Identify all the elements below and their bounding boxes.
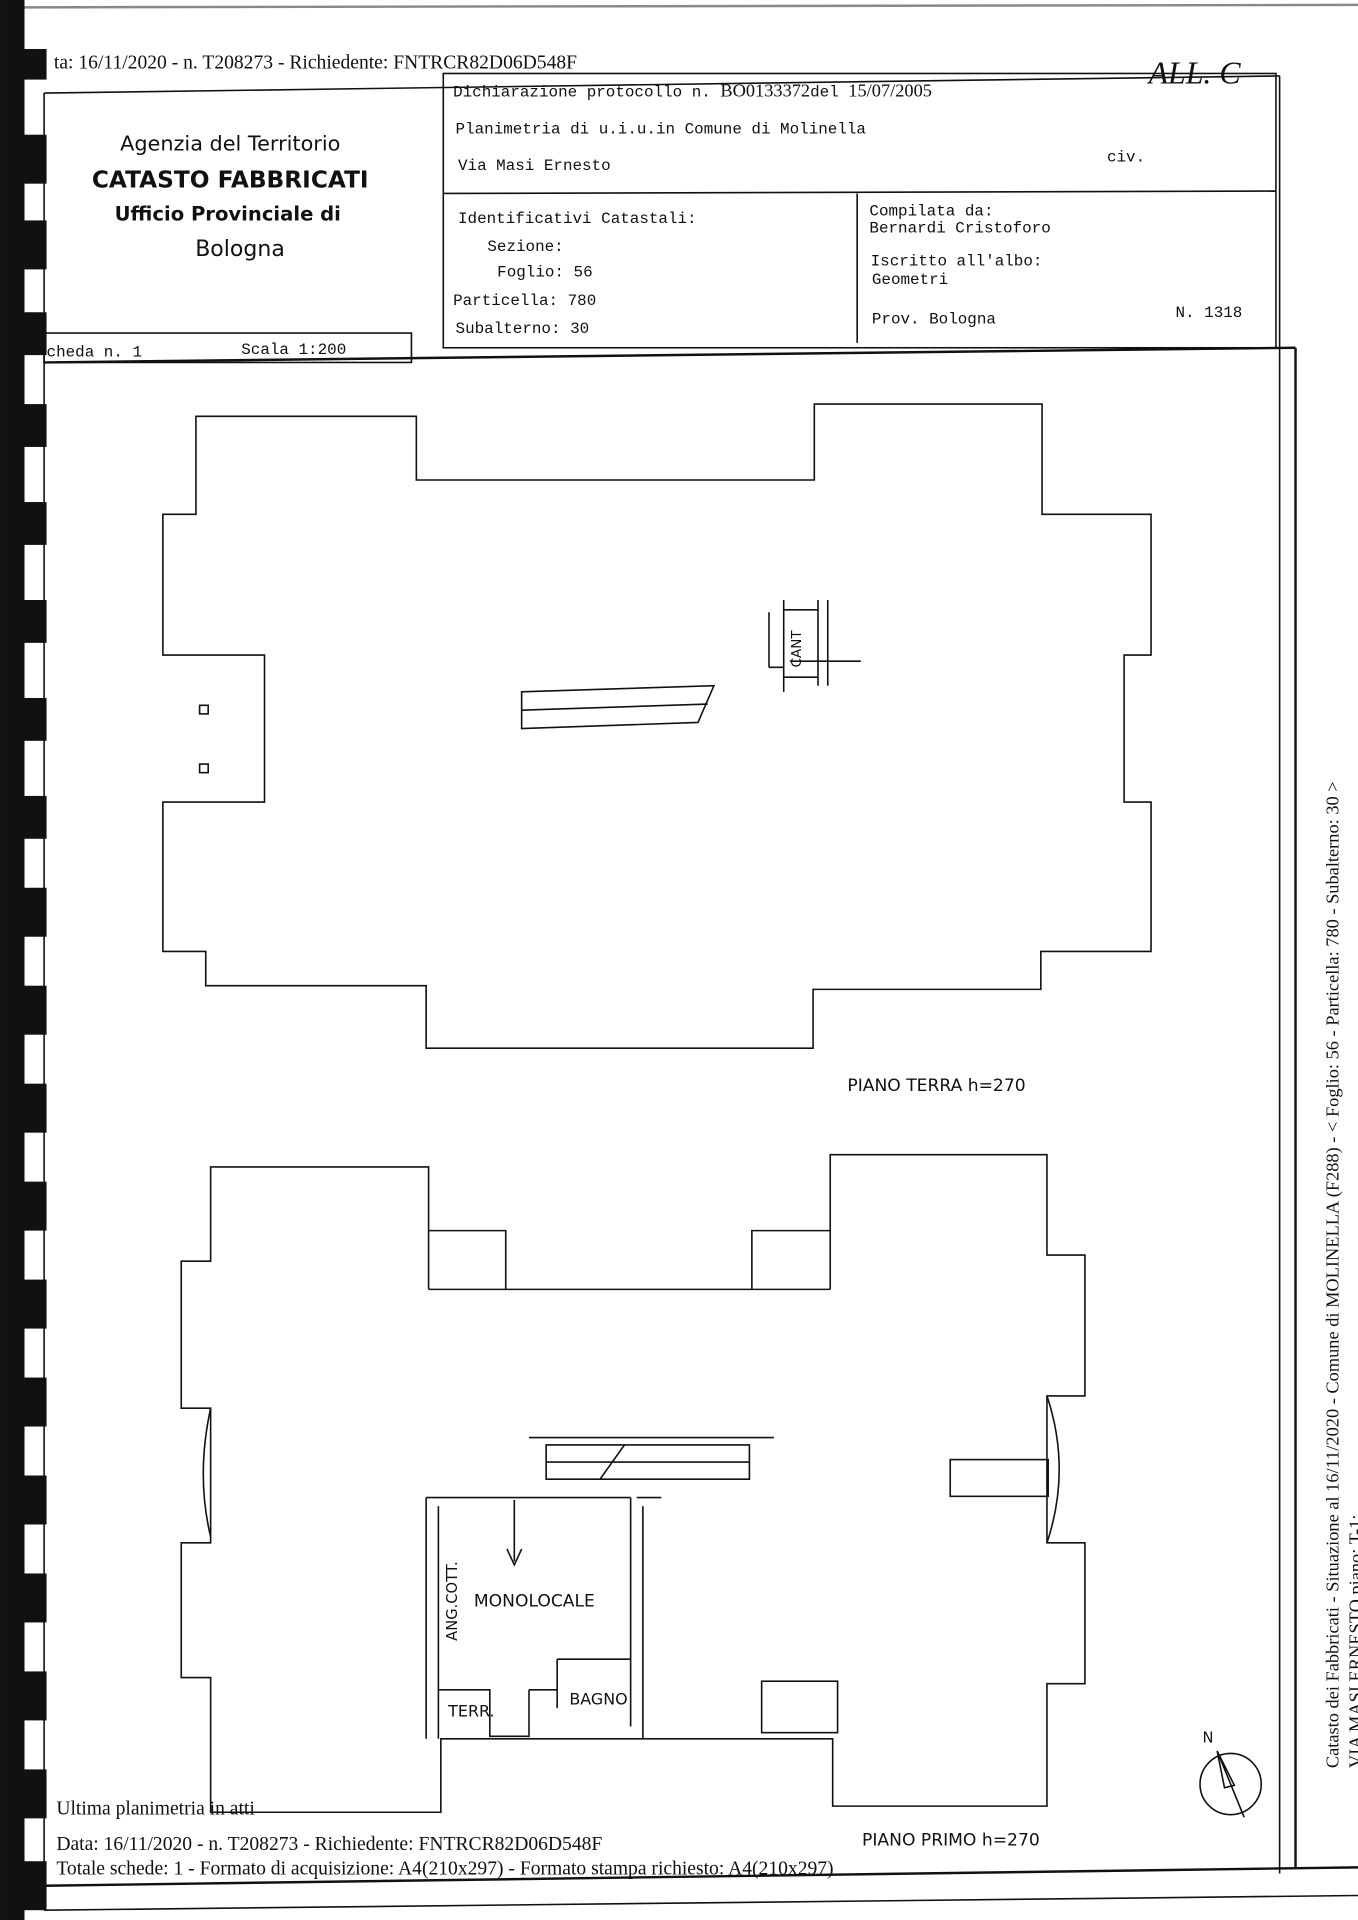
provincial-office: Ufficio Provinciale di [115,202,341,225]
province-city: Bologna [195,237,285,262]
side-status-line: Catasto dei Fabbricati - Situazione al 1… [1322,781,1343,1768]
sezione: Sezione: [487,238,563,256]
header-frame [43,72,1297,1886]
sheet-number: cheda n. 1 [47,343,142,361]
identifiers-title: Identificativi Catastali: [458,210,697,228]
particella: Particella: 780 [453,292,596,310]
office-name: CATASTO FABBRICATI [92,166,369,193]
last-plan-note: Ultima planimetria in atti [56,1799,255,1820]
scale: Scala 1:200 [241,341,346,359]
planimetry-title: Planimetria di u.i.u.in Comune di Moline… [456,120,867,138]
compiled-by-label: Compilata da: [869,203,993,221]
subalterno: Subalterno: 30 [456,320,590,338]
ang-cott-label: ANG.COTT. [444,1561,461,1641]
first-floor-plan: ANG.COTT. MONOLOCALE BAGNO TERR. N PIANO… [180,1153,1263,1850]
first-floor-label: PIANO PRIMO h=270 [862,1830,1040,1850]
north-arrow-icon [1199,1750,1263,1818]
foglio: Foglio: 56 [497,264,592,282]
ground-floor-plan: CANT PIANO TERRA h=270 [162,403,1152,1096]
side-address-line: VIA MASI ERNESTO piano: T-1; [1346,1515,1358,1769]
cellar-label: CANT [790,630,805,668]
terr-label: TERR. [447,1702,494,1721]
albo: Geometri [872,271,948,289]
bagno-label: BAGNO [569,1689,627,1708]
street-address: Via Masi Ernesto [458,157,611,175]
declaration-label: Dichiarazione protocollo n. BO0133372del… [453,81,932,102]
footer-request-line: Data: 16/11/2020 - n. T208273 - Richiede… [56,1834,602,1855]
civic-number-label: civ. [1107,149,1145,167]
binder-edge [0,0,47,1920]
north-label: N [1202,1729,1213,1746]
agency-name: Agenzia del Territorio [120,132,340,156]
compiled-by: Bernardi Cristoforo [869,220,1050,238]
province: Prov. Bologna [872,310,997,328]
ground-floor-label: PIANO TERRA h=270 [847,1076,1025,1096]
monolocale-label: MONOLOCALE [474,1592,595,1612]
albo-label: Iscritto all'albo: [871,253,1043,271]
top-request-line: ta: 16/11/2020 - n. T208273 - Richiedent… [54,53,577,74]
footer-format-line: Totale schede: 1 - Formato di acquisizio… [56,1859,833,1880]
registration-number: N. 1318 [1176,304,1243,322]
